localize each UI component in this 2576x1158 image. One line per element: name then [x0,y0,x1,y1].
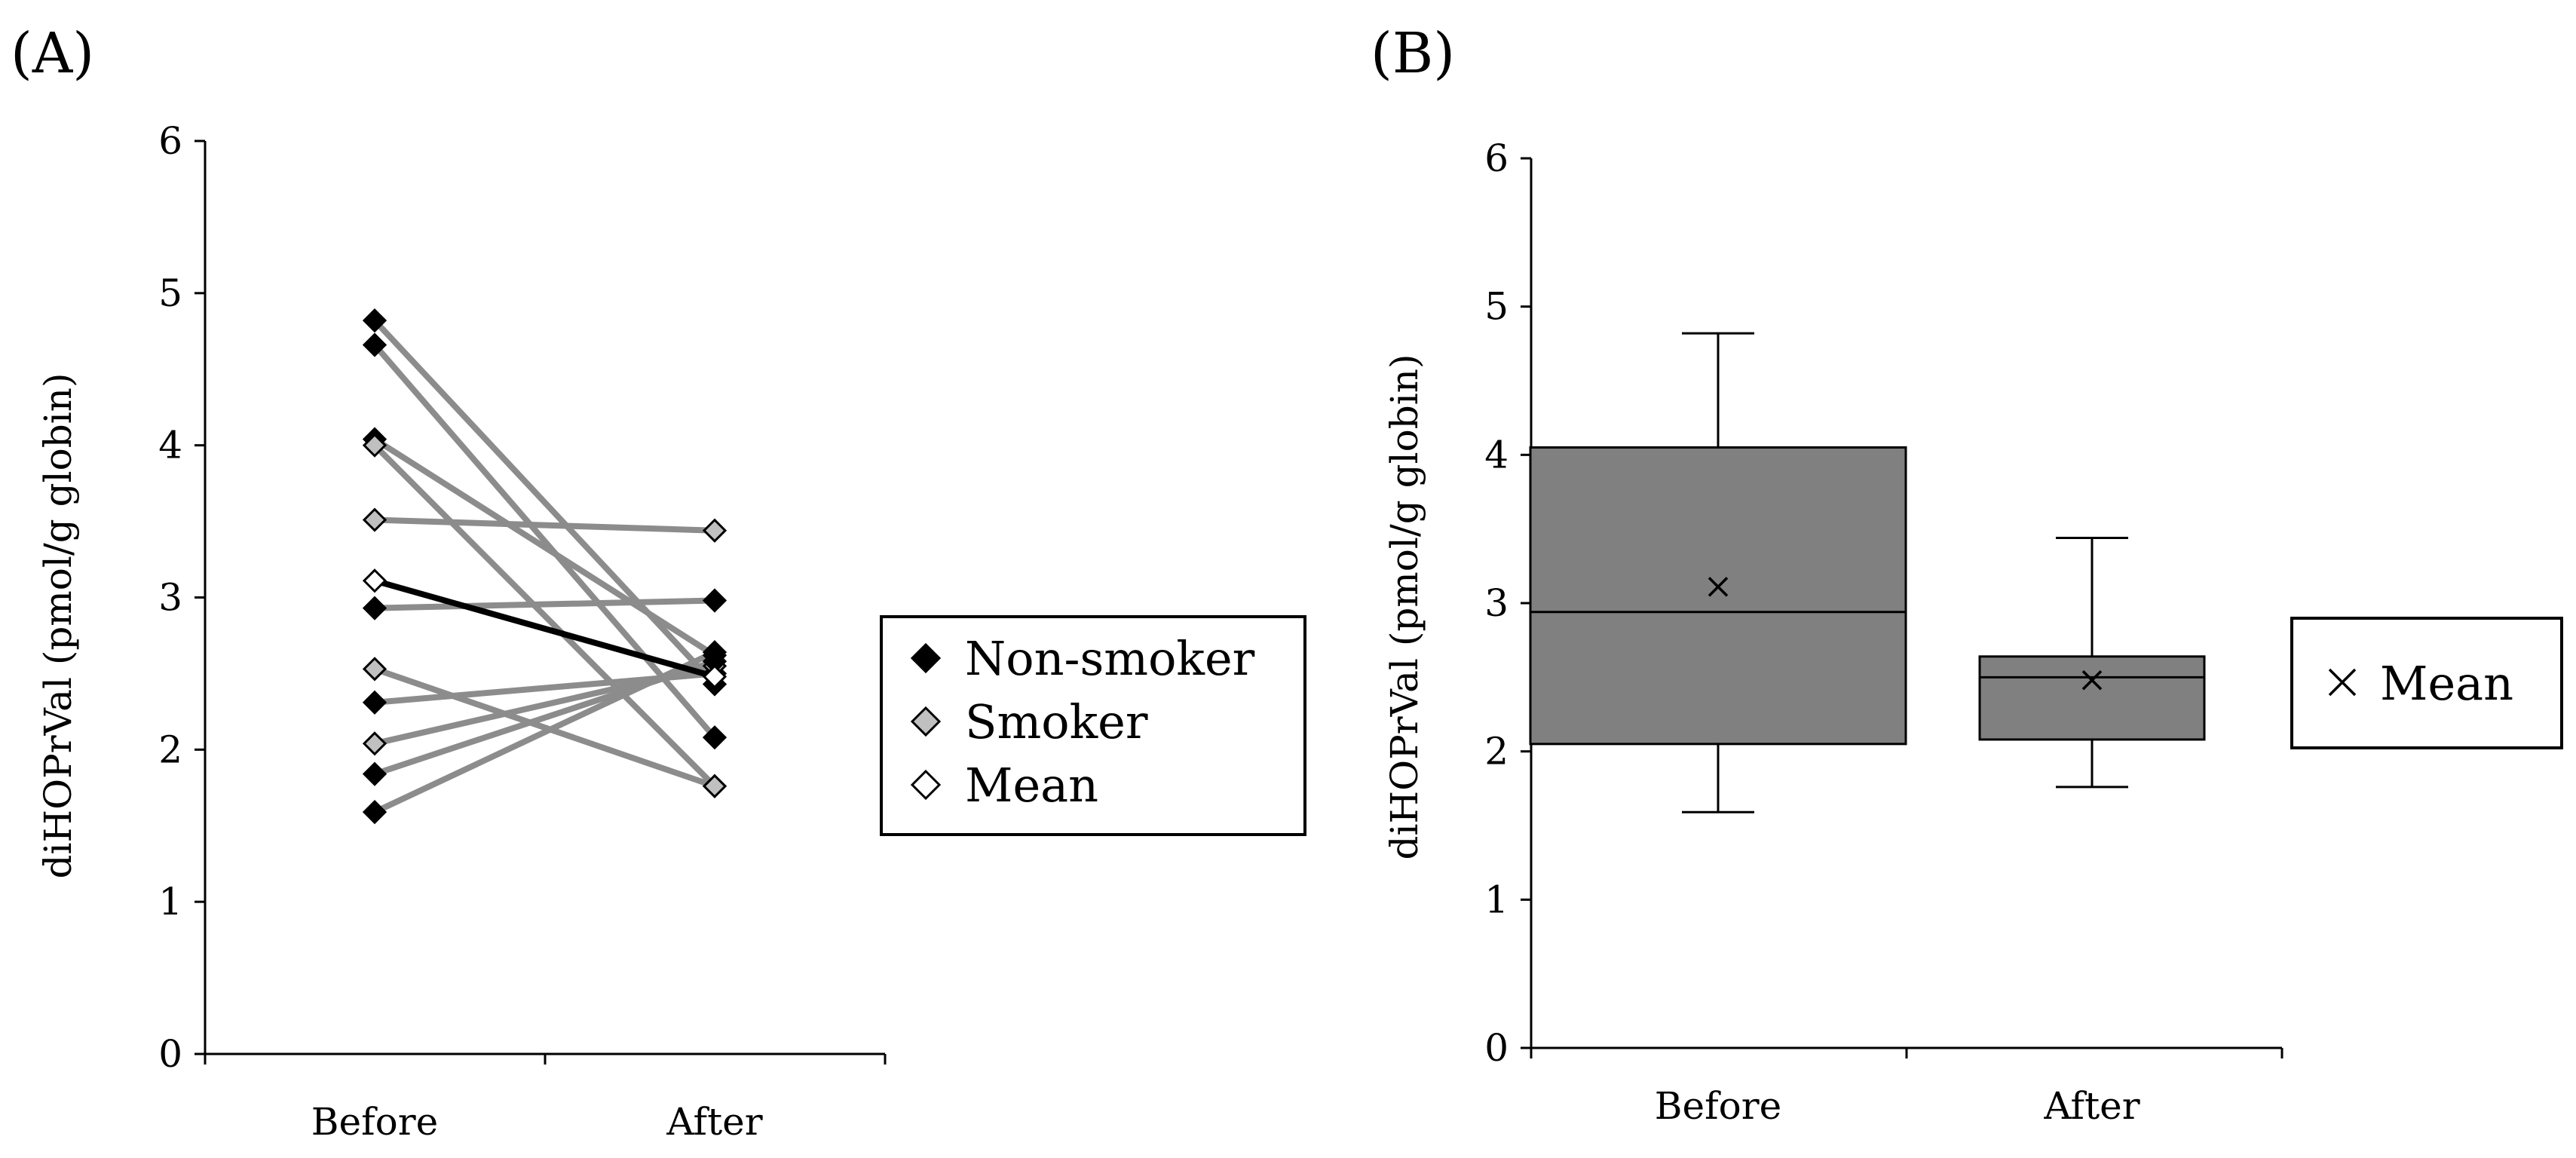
panel-a-data-point [362,799,387,825]
box-mean-marker [2081,670,2103,691]
panel-a-data-point [362,690,387,715]
panel-a-mean-point [702,664,727,689]
panel-a-legend-box [880,615,1306,836]
panel-a-series-line [372,597,718,611]
panel-b-y-tick-label: 6 [1484,136,1509,180]
panel-a-y-tick-label: 5 [158,271,182,315]
legend-mean-marker [2328,668,2357,697]
panel-a-x-tick-label: After [666,1100,762,1144]
panel-a-data-point [362,731,387,756]
panel-a-markers [362,308,727,825]
panel-a-data-point [362,596,387,620]
panel-a-series [372,317,718,816]
panel-b: (B) diHOPrVal (pmol/g globin) 0 1 2 3 4 5 6Bef… [1371,21,2563,1128]
panel-b-y-tick-label: 5 [1484,285,1509,329]
panel-a-series-line [372,317,718,688]
box-iqr [1978,655,2206,741]
legend-non-smoker-label: Non-smoker [965,631,1255,686]
panel-a-data-point [362,657,387,682]
panel-b-y-tick-label: 1 [1484,878,1509,921]
panel-a-data-point [702,774,727,798]
legend-mean-marker [910,769,942,801]
panel-b-y-tick-label: 2 [1484,730,1509,774]
panel-a-y-tick-label: 2 [158,728,182,771]
panel-a-data-point [702,518,727,543]
panel-a-data-point [702,588,727,613]
box-iqr [1529,446,1907,746]
panel-a-series-line [372,436,718,659]
panel-a-y-tick-label: 6 [158,119,182,163]
panel-a-series-line [372,442,718,789]
panel-b-y-tick-label: 4 [1484,433,1509,476]
panel-a-series-line [372,649,718,816]
legend-mean-label: Mean [965,758,1098,813]
panel-a-y-tick-label: 3 [158,576,182,620]
panel-b-boxes [1529,332,2206,813]
legend-non-smoker-marker [910,642,942,674]
panel-a-mean-line [372,577,718,680]
panel-a-y-tick-label: 1 [158,880,182,924]
panel-a-series-line [372,666,718,789]
panel-a-label: (A) [11,21,94,86]
panel-a-data-point [362,761,387,786]
panel-b-x-tick-label: After [2043,1084,2140,1128]
legend-smoker-label: Smoker [965,694,1148,749]
panel-a-data-point [362,308,387,333]
panel-a-x-tick-label: Before [311,1100,438,1144]
panel-a-data-point [362,433,387,458]
panel-a-data-point [362,507,387,532]
panel-a-y-axis-title: diHOPrVal (pmol/g globin) [36,373,80,879]
box-mean-marker [1708,577,1729,597]
panel-b-y-tick-label: 0 [1484,1026,1509,1070]
panel-b-legend: Mean [2290,617,2563,749]
panel-a-series-line [372,342,718,741]
panel-a-data-point [702,640,727,665]
panel-a-data-point [362,332,387,357]
panel-b-label: (B) [1371,21,1455,86]
panel-a-mean-point [362,568,387,593]
panel-a: (A) diHOPrVal (pmol/g globin) 0 1 2 3 4 5 6Bef… [11,21,1306,1144]
panel-a-series-line [372,516,718,534]
panel-a-y-tick-label: 0 [158,1032,182,1076]
panel-b-y-axis-title: diHOPrVal (pmol/g globin) [1383,354,1426,860]
legend-mean-label: Mean [2380,656,2513,711]
panel-a-data-point [702,725,727,750]
panel-a-y-tick-label: 4 [158,424,182,467]
panel-b-legend-box [2290,617,2563,749]
panel-b-x-tick-label: Before [1655,1084,1781,1128]
panel-b-y-tick-label: 3 [1484,581,1509,625]
legend-smoker-marker [910,706,942,737]
